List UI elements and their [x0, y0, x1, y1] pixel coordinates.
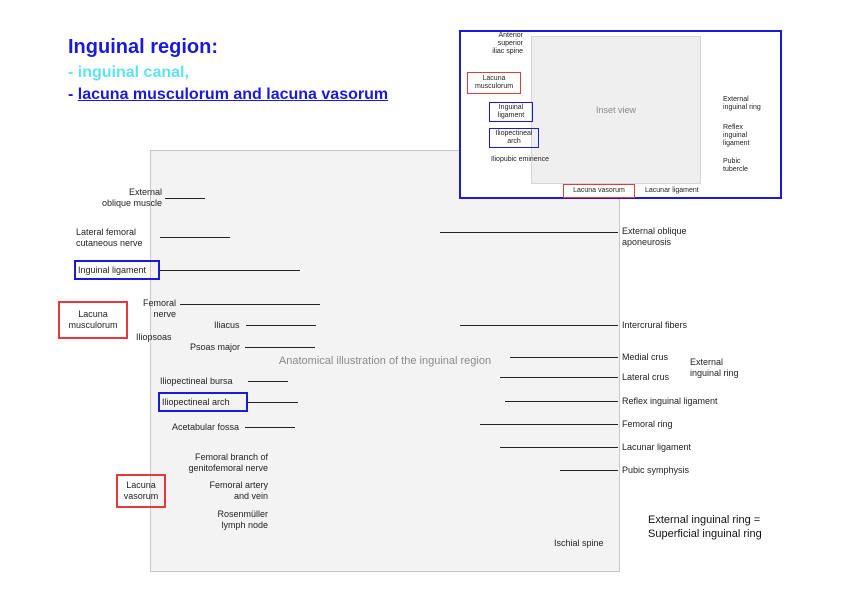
inset-box-iliopectineal-arch — [489, 128, 539, 148]
inset-label-asis: Anterior superior iliac spine — [492, 32, 523, 55]
label-femoral-branch-genitofemoral-nerve: Femoral branch of genitofemoral nerve — [188, 452, 268, 473]
inset-label-lacunar-ligament: Lacunar ligament — [645, 187, 699, 194]
inset-illustration: Inset view — [531, 36, 701, 184]
subtitle-link[interactable]: lacuna musculorum and lacuna vasorum — [77, 86, 389, 103]
subtitle-dash: - — [68, 86, 78, 103]
inset-panel: Inset view Anterior superior iliac spine… — [459, 30, 782, 199]
label-psoas-major: Psoas major — [190, 342, 241, 352]
label-femoral-nerve: Femoral nerve — [142, 298, 176, 319]
label-lateral-femoral-cutaneous-nerve: Lateral femoral cutaneous nerve — [76, 227, 143, 248]
label-lacuna-vasorum: Lacuna vasorum — [123, 480, 159, 501]
leader-line — [248, 402, 298, 403]
slide-title: Inguinal region: — [68, 36, 218, 58]
leader-line — [180, 304, 320, 305]
note-line-1: External inguinal ring = — [648, 514, 761, 526]
label-femoral-ring: Femoral ring — [622, 419, 673, 429]
label-external-inguinal-ring: External inguinal ring — [690, 357, 739, 378]
box-iliopectineal-arch — [158, 392, 248, 412]
inset-label-external-inguinal-ring: External inguinal ring — [723, 96, 761, 111]
inset-label-inguinal-ligament: Inguinal ligament — [497, 104, 525, 119]
leader-line — [505, 401, 618, 402]
box-lacuna-musculorum — [58, 301, 128, 339]
leader-line — [160, 270, 300, 271]
leader-line — [245, 427, 295, 428]
box-inguinal-ligament — [74, 260, 160, 280]
inset-box-inguinal-ligament — [489, 102, 533, 122]
label-medial-crus: Medial crus — [622, 352, 669, 362]
label-lacuna-musculorum: Lacuna musculorum — [68, 309, 118, 330]
leader-line — [500, 447, 618, 448]
label-lacunar-ligament: Lacunar ligament — [622, 442, 692, 452]
leader-line — [560, 470, 618, 471]
inset-label-iliopubic-eminence: Iliopubic eminence — [491, 156, 549, 163]
leader-line — [160, 237, 230, 238]
label-reflex-inguinal-ligament: Reflex inguinal ligament — [622, 396, 718, 406]
label-external-oblique-aponeurosis: External oblique aponeurosis — [622, 226, 687, 247]
leader-line — [245, 347, 315, 348]
inset-label-pubic-tubercle: Pubic tubercle — [723, 158, 748, 173]
label-iliacus: Iliacus — [214, 320, 240, 330]
inset-label-lacuna-vasorum: Lacuna vasorum — [573, 187, 625, 194]
label-femoral-artery-vein: Femoral artery and vein — [209, 480, 268, 501]
label-inguinal-ligament: Inguinal ligament — [78, 265, 147, 275]
leader-line — [440, 232, 618, 233]
leader-line — [460, 325, 618, 326]
subtitle-lacunae: - lacuna musculorum and lacuna vasorum — [68, 86, 388, 104]
label-acetabular-fossa: Acetabular fossa — [172, 422, 240, 432]
label-intercrural-fibers: Intercrural fibers — [622, 320, 688, 330]
label-rosenmuller-lymph-node: Rosenmüller lymph node — [217, 509, 268, 530]
label-lateral-crus: Lateral crus — [622, 372, 670, 382]
anatomical-illustration: Anatomical illustration of the inguinal … — [150, 150, 620, 572]
inset-box-lacuna-vasorum — [563, 184, 635, 198]
label-external-oblique-muscle: External oblique muscle — [101, 187, 162, 208]
inset-box-lacuna-musculorum — [467, 72, 521, 94]
box-lacuna-vasorum — [116, 474, 166, 508]
label-iliopsoas: Iliopsoas — [136, 332, 172, 342]
inset-label-reflex-inguinal-ligament: Reflex inguinal ligament — [723, 124, 750, 147]
leader-line — [248, 381, 288, 382]
inset-placeholder-caption: Inset view — [595, 105, 637, 115]
label-iliopectineal-arch: Iliopectineal arch — [162, 397, 230, 407]
leader-line — [246, 325, 316, 326]
note-box: External inguinal ring = Superficial ing… — [648, 513, 762, 541]
label-pubic-symphysis: Pubic symphysis — [622, 465, 690, 475]
leader-line — [480, 424, 618, 425]
note-line-2: Superficial inguinal ring — [648, 528, 762, 540]
inset-label-lacuna-musculorum: Lacuna musculorum — [474, 75, 514, 90]
leader-line — [165, 198, 205, 199]
label-iliopectineal-bursa: Iliopectineal bursa — [160, 376, 233, 386]
inset-label-iliopectineal-arch: Iliopectineal arch — [495, 130, 533, 145]
leader-line — [510, 357, 618, 358]
leader-line — [500, 377, 618, 378]
subtitle-inguinal-canal: - inguinal canal, — [68, 64, 189, 81]
illustration-placeholder-caption: Anatomical illustration of the inguinal … — [278, 355, 492, 367]
label-ischial-spine: Ischial spine — [554, 538, 604, 548]
